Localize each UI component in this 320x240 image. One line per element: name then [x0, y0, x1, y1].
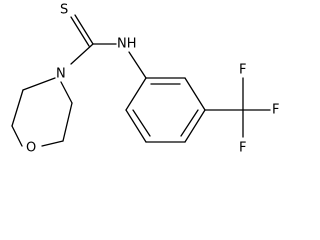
- fluorine-right-label: F: [272, 103, 279, 118]
- thiocarbonyl-double-bond: [70, 14, 94, 47]
- fluorine-bottom-label: F: [239, 141, 246, 156]
- chemical-structure: S NH N O F F F: [11, 3, 279, 156]
- fluorine-top-label: F: [239, 63, 246, 78]
- benzene-ring: [125, 77, 206, 143]
- bond-nh-to-aryl: [128, 51, 147, 79]
- morpholine-ring: [11, 77, 73, 147]
- bond-carbon-to-morpholine-n: [70, 43, 94, 65]
- trifluoromethyl-group: [204, 77, 271, 138]
- morpholine-o-label: O: [26, 141, 36, 156]
- amide-nh-label: NH: [117, 37, 137, 52]
- morpholine-n-label: N: [56, 67, 66, 82]
- thione-sulfur-label: S: [60, 3, 68, 18]
